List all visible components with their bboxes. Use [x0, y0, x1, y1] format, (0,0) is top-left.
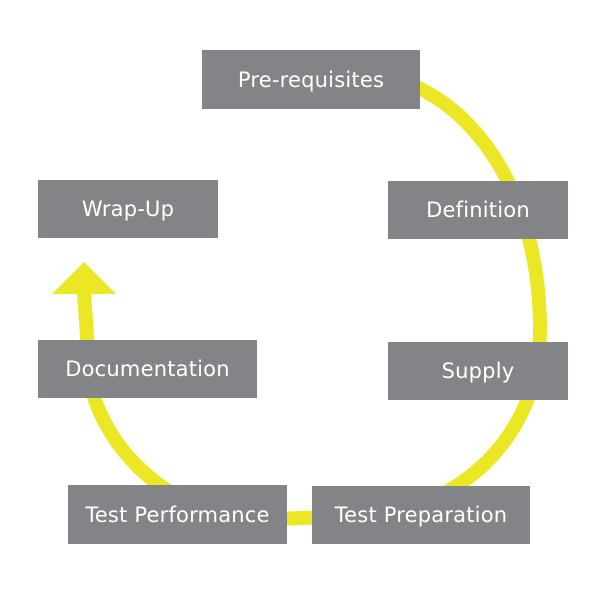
step-label: Test Preparation: [334, 503, 508, 527]
step-label: Pre-requisites: [237, 67, 385, 92]
step-label: Supply: [441, 359, 515, 383]
step-wrap-up: Wrap-Up: [38, 180, 218, 238]
arrow-head-icon: [52, 262, 116, 294]
cycle-arc: [77, 75, 548, 528]
step-label: Test Performance: [85, 502, 270, 527]
step-label: Definition: [426, 198, 530, 222]
step-label: Documentation: [65, 357, 230, 381]
step-supply: Supply: [388, 342, 568, 400]
step-prerequisites: Pre-requisites: [202, 50, 420, 109]
step-definition: Definition: [388, 181, 568, 239]
step-label: Wrap-Up: [81, 197, 175, 221]
step-test-performance: Test Performance: [68, 485, 287, 544]
step-documentation: Documentation: [38, 340, 257, 398]
step-test-preparation: Test Preparation: [312, 486, 530, 544]
